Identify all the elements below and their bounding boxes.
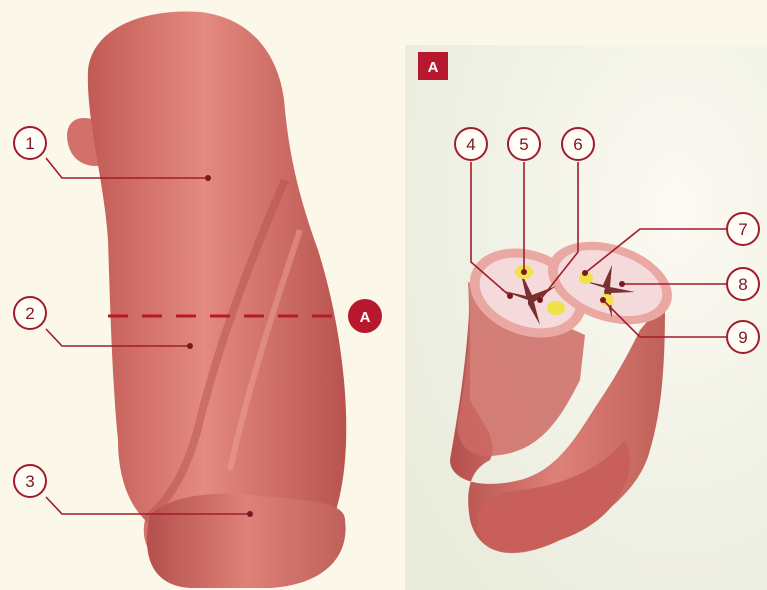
organ-base [147,494,346,588]
svg-text:9: 9 [738,328,747,347]
section-badge-label: A [360,309,371,326]
inset-label: A [428,59,439,76]
vessel-2 [547,301,565,315]
callout-6: 6 [562,128,594,160]
svg-text:4: 4 [466,135,475,154]
svg-text:6: 6 [573,135,582,154]
svg-text:3: 3 [25,472,34,491]
svg-text:5: 5 [519,135,528,154]
organ-whole [67,12,346,588]
organ-main-body [88,12,346,572]
callout-9: 9 [727,321,759,353]
svg-text:1: 1 [25,134,34,153]
callout-3: 3 [14,465,46,497]
callout-2: 2 [14,297,46,329]
callout-7: 7 [727,213,759,245]
callout-5: 5 [508,128,540,160]
svg-text:8: 8 [738,275,747,294]
callout-8: 8 [727,268,759,300]
svg-text:7: 7 [738,220,747,239]
callout-4: 4 [455,128,487,160]
svg-text:2: 2 [25,304,34,323]
callout-1: 1 [14,127,46,159]
